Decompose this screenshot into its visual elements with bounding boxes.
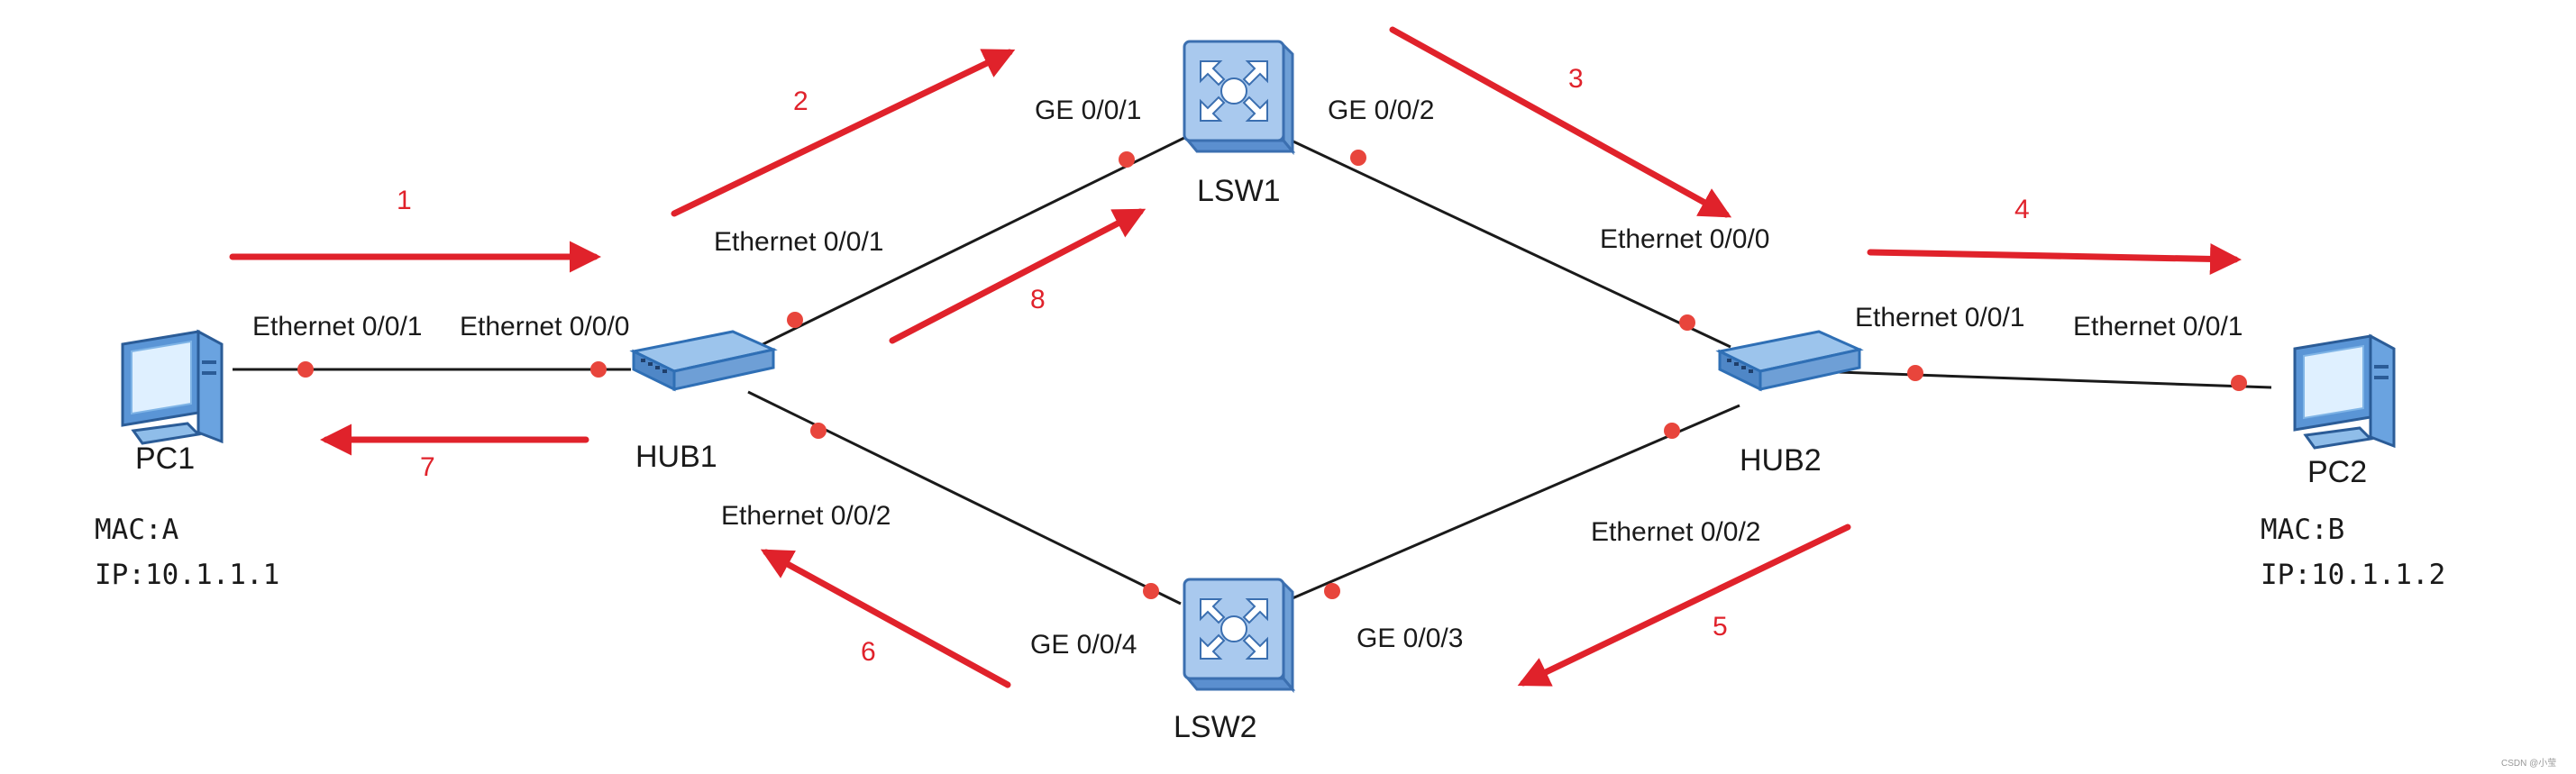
device-name-pc2: PC2 [2307, 455, 2367, 489]
port-dot-lsw1-g2 [1350, 150, 1366, 166]
step-number-6: 6 [861, 637, 876, 667]
port-label-hub1-p0: Ethernet 0/0/0 [460, 312, 629, 341]
port-dot-hub1-p0 [590, 361, 607, 378]
flow-arrow-4 [1867, 242, 2242, 275]
port-dots [297, 150, 2247, 599]
step-number-5: 5 [1713, 612, 1728, 642]
port-dot-lsw2-g4 [1143, 583, 1159, 599]
hub-icon [632, 330, 775, 391]
port-label-hub2-p2: Ethernet 0/0/2 [1591, 517, 1760, 547]
port-label-hub2-p1: Ethernet 0/0/1 [1855, 303, 2024, 332]
step-number-7: 7 [420, 452, 435, 482]
pc-icon [121, 330, 224, 445]
link-hub1-lsw2 [747, 390, 1182, 606]
flow-arrow-2 [671, 49, 1016, 217]
port-dot-hub2-p2 [1664, 423, 1680, 439]
port-label-pc2: Ethernet 0/0/1 [2073, 312, 2243, 341]
device-name-hub1: HUB1 [635, 440, 717, 474]
port-label-hub1-p1: Ethernet 0/0/1 [714, 227, 883, 257]
step-number-3: 3 [1568, 64, 1584, 94]
port-dot-pc1 [297, 361, 314, 378]
switch-icon [1183, 40, 1294, 153]
port-label-lsw1-g1: GE 0/0/1 [1035, 96, 1141, 125]
pc1-mac: MAC:A [95, 514, 179, 546]
port-label-lsw1-g2: GE 0/0/2 [1328, 96, 1434, 125]
port-dot-lsw1-g1 [1119, 151, 1135, 168]
device-name-pc1: PC1 [135, 442, 195, 476]
step-number-4: 4 [2014, 195, 2030, 224]
watermark: CSDN @小莹 [2501, 758, 2556, 769]
step-number-8: 8 [1030, 285, 1046, 314]
link-lsw1-hub2 [1279, 133, 1731, 349]
port-dot-lsw2-g3 [1324, 583, 1340, 599]
port-label-hub2-p0: Ethernet 0/0/0 [1600, 224, 1769, 254]
link-hub2-pc2 [1838, 370, 2272, 389]
hub-icon [1718, 330, 1861, 391]
port-dot-hub1-p1 [787, 312, 803, 328]
device-name-hub2: HUB2 [1740, 443, 1822, 478]
port-label-lsw2-g4: GE 0/0/4 [1030, 630, 1137, 660]
flow-arrow-3 [1389, 26, 1732, 218]
link-hub1-lsw1 [738, 133, 1191, 358]
pc2-ip: IP:10.1.1.2 [2261, 559, 2445, 591]
flow-arrow-8 [889, 208, 1146, 344]
device-name-lsw2: LSW2 [1174, 710, 1257, 744]
port-label-hub1-p2: Ethernet 0/0/2 [721, 501, 891, 531]
step-number-1: 1 [397, 186, 412, 215]
port-dot-hub1-p2 [810, 423, 827, 439]
step-numbers: 1 2 3 4 5 6 7 8 [397, 64, 2030, 667]
port-dot-hub2-p0 [1679, 314, 1695, 331]
flow-arrow-5 [1517, 524, 1851, 687]
device-name-lsw1: LSW1 [1197, 174, 1281, 208]
port-dot-hub2-p1 [1907, 365, 1923, 381]
port-label-pc1: Ethernet 0/0/1 [252, 312, 422, 341]
pc1-ip: IP:10.1.1.1 [95, 559, 279, 591]
port-dot-pc2 [2231, 375, 2247, 391]
step-number-2: 2 [793, 87, 808, 116]
switch-icon [1183, 578, 1294, 691]
link-lsw2-hub2 [1279, 404, 1740, 606]
pc2-mac: MAC:B [2261, 514, 2344, 546]
flow-arrow-6 [760, 549, 1011, 688]
pc-icon [2293, 334, 2396, 450]
port-label-lsw2-g3: GE 0/0/3 [1357, 624, 1463, 653]
flow-arrows [229, 26, 2242, 688]
